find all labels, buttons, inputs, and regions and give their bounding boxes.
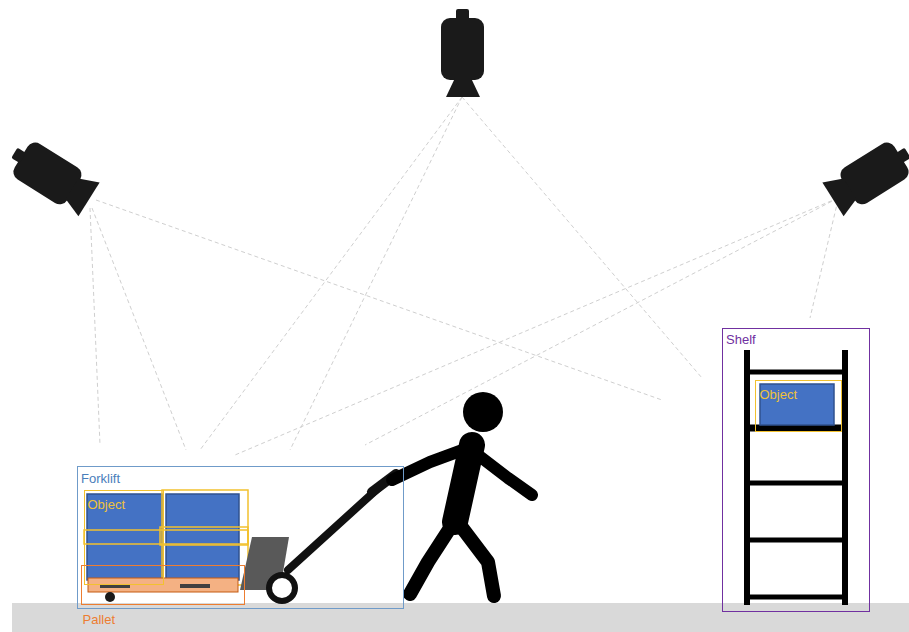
person-figure bbox=[392, 392, 532, 596]
shelf-region: ShelfObject bbox=[722, 328, 870, 612]
camera-view-lines bbox=[90, 97, 838, 455]
jack-wheel bbox=[269, 575, 295, 601]
node-label: Object bbox=[88, 497, 126, 512]
camera-left bbox=[3, 135, 100, 217]
node-label: Object bbox=[760, 387, 798, 402]
node-label: Forklift bbox=[81, 471, 120, 486]
object-box: Object bbox=[755, 380, 842, 432]
floor bbox=[12, 603, 909, 632]
camera-right bbox=[822, 135, 909, 217]
cargo-box bbox=[166, 494, 239, 580]
pallet-slot bbox=[100, 584, 130, 588]
node-label: Shelf bbox=[726, 332, 756, 347]
object-box: Object bbox=[84, 490, 164, 585]
object-outlines bbox=[84, 490, 248, 585]
node-label: Pallet bbox=[83, 612, 116, 627]
cargo-box bbox=[760, 384, 834, 425]
camera-top bbox=[441, 9, 484, 97]
pallet-slot bbox=[180, 584, 210, 588]
cargo-box bbox=[87, 494, 162, 580]
shelf-rack bbox=[747, 350, 845, 605]
pallet-box: Pallet bbox=[81, 565, 245, 605]
jack-wheel bbox=[105, 592, 115, 602]
forklift-region: ForkliftObjectPallet bbox=[77, 466, 404, 609]
